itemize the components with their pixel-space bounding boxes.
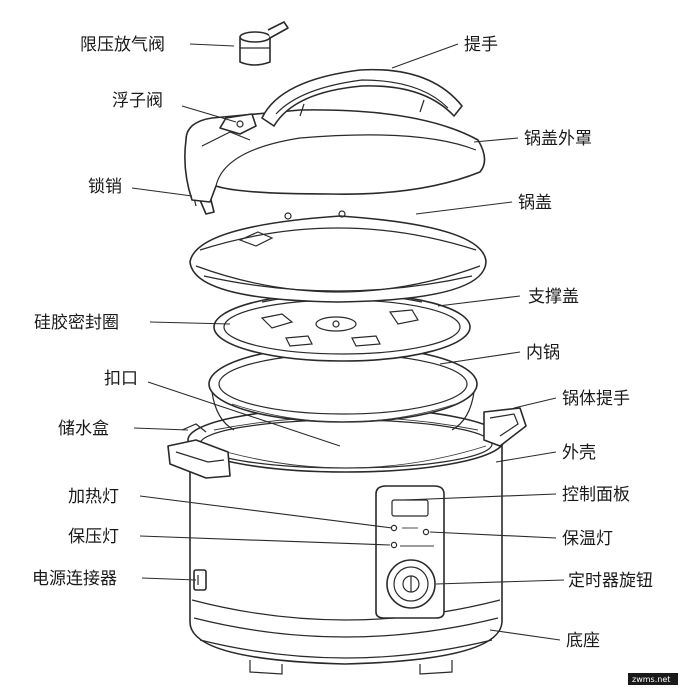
- label-pressure-valve: 限压放气阀: [80, 35, 165, 55]
- label-inner-pot: 内锅: [526, 343, 560, 363]
- pressure-valve-part: [239, 21, 289, 66]
- water-box: [167, 423, 231, 479]
- label-handle: 提手: [464, 35, 498, 55]
- label-support-cover: 支撑盖: [528, 287, 579, 307]
- label-base: 底座: [566, 631, 600, 651]
- label-power-connector: 电源连接器: [32, 569, 117, 589]
- support-cover-part: [213, 292, 471, 362]
- label-pressure-lamp: 保压灯: [68, 527, 119, 547]
- label-buckle: 扣口: [104, 369, 138, 389]
- cooker-body: [187, 407, 505, 675]
- control-panel-part: [375, 485, 445, 619]
- lid-part: [189, 195, 487, 303]
- watermark: zwms.net: [628, 673, 678, 685]
- label-water-box: 储水盒: [58, 419, 109, 439]
- label-lock-pin: 锁销: [88, 177, 122, 197]
- label-body-handle: 锅体提手: [562, 389, 630, 409]
- label-timer-knob: 定时器旋钮: [568, 571, 653, 591]
- label-silicone-seal: 硅胶密封圈: [34, 313, 119, 333]
- label-heat-lamp: 加热灯: [68, 487, 119, 507]
- power-connector-part: [193, 569, 207, 591]
- label-lid-cover: 锅盖外罩: [524, 129, 592, 149]
- watermark-text: zwms.net: [632, 675, 670, 684]
- body-handle: [483, 407, 527, 447]
- label-control-panel: 控制面板: [562, 485, 630, 505]
- leader-lines: [131, 43, 565, 641]
- label-float-valve: 浮子阀: [112, 91, 163, 111]
- label-warm-lamp: 保温灯: [562, 529, 613, 549]
- handle-part: [261, 68, 463, 127]
- label-shell: 外壳: [562, 443, 596, 463]
- lid-cover-part: [184, 109, 486, 203]
- label-lid: 锅盖: [518, 193, 552, 213]
- part-labels: 限压放气阀 提手 浮子阀 锅盖外罩 锁销 锅盖 支撑盖 硅胶密封圈 内锅 扣口 …: [32, 35, 653, 651]
